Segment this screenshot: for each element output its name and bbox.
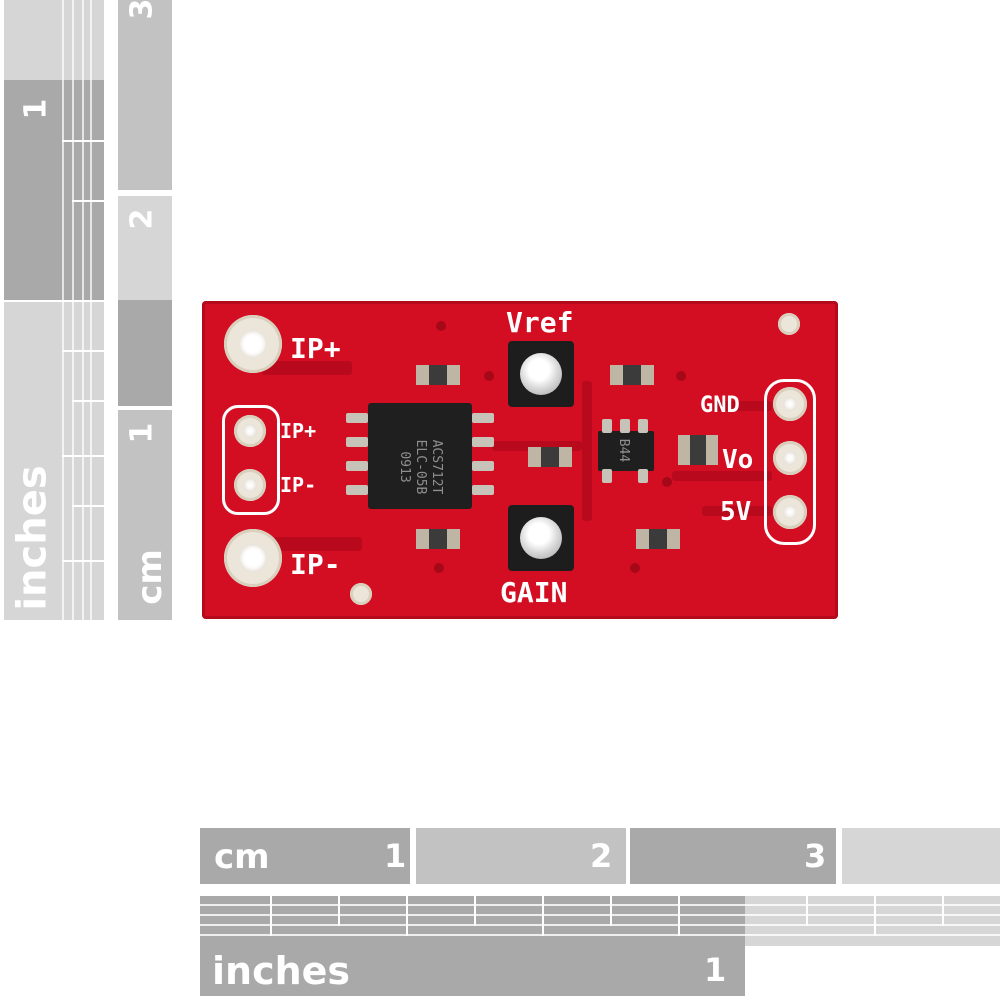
trace	[672, 471, 772, 481]
vref-potentiometer[interactable]	[508, 341, 574, 407]
ic-pin	[346, 413, 368, 423]
ic-pin	[472, 413, 494, 423]
vref-label: Vref	[506, 306, 574, 339]
ip-plus-label: IP+	[290, 332, 341, 365]
small-chip-pin	[638, 419, 648, 433]
via	[484, 371, 494, 381]
ic-pin	[346, 485, 368, 495]
smd-capacitor	[416, 529, 460, 549]
bottom-cm-number-2: 2	[590, 837, 613, 875]
chip-marking-line-1: ACS712T	[429, 439, 444, 495]
left-cm-number-2: 2	[124, 208, 160, 230]
5v-label: 5V	[720, 497, 752, 527]
smd-capacitor	[678, 435, 718, 465]
vref-dial[interactable]	[520, 353, 562, 395]
smd-capacitor	[636, 529, 680, 549]
current-sensor-board: IP+ IP- IP+ IP- ACS712T ELC-05B 0913 Vre…	[202, 301, 838, 619]
mounting-hole	[350, 583, 372, 605]
ip-minus-pad	[224, 529, 282, 587]
ic-pin	[472, 461, 494, 471]
via	[662, 477, 672, 487]
ip-plus-small-label: IP+	[280, 419, 317, 443]
trace	[262, 537, 362, 551]
vo-label: Vo	[722, 445, 754, 475]
gain-potentiometer[interactable]	[508, 505, 574, 571]
bottom-cm-number-3: 3	[804, 837, 827, 875]
left-inches-number: 1	[18, 98, 54, 120]
small-chip-pin	[638, 469, 648, 483]
trace	[702, 506, 772, 516]
left-cm-label: cm	[129, 549, 170, 605]
via	[630, 563, 640, 573]
left-cm-number-1: 1	[124, 422, 160, 444]
bottom-cm-number-1: 1	[384, 837, 407, 875]
ip-plus-small-pad	[234, 415, 266, 447]
chip-marking-line-2: ELC-05B	[413, 439, 428, 495]
trace	[712, 401, 772, 411]
left-cm-number-3: 3	[124, 0, 160, 20]
trace	[582, 381, 592, 521]
left-inches-label: inches	[9, 465, 56, 611]
small-chip-pin	[602, 419, 612, 433]
small-chip-pin	[602, 469, 612, 483]
mounting-hole	[778, 313, 800, 335]
via	[434, 563, 444, 573]
ic-pin	[472, 485, 494, 495]
small-chip-pin	[620, 419, 630, 433]
gnd-pin[interactable]	[773, 387, 807, 421]
via	[676, 371, 686, 381]
ic-pin	[472, 437, 494, 447]
trace	[262, 361, 352, 375]
smd-capacitor	[416, 365, 460, 385]
ip-plus-pad	[224, 315, 282, 373]
ic-pin	[346, 437, 368, 447]
ip-minus-small-label: IP-	[280, 473, 317, 497]
vo-pin[interactable]	[773, 441, 807, 475]
gnd-label: GND	[700, 393, 740, 418]
gain-dial[interactable]	[520, 517, 562, 559]
acs712-chip: ACS712T ELC-05B 0913	[368, 403, 472, 509]
trace	[492, 441, 582, 451]
ip-minus-small-pad	[234, 469, 266, 501]
small-chip: B44	[598, 431, 654, 471]
gain-label: GAIN	[500, 576, 568, 609]
small-chip-marking: B44	[616, 438, 632, 463]
chip-marking-line-3: 0913	[397, 451, 412, 483]
bottom-inches-label: inches	[212, 949, 351, 993]
ic-pin	[346, 461, 368, 471]
5v-pin[interactable]	[773, 495, 807, 529]
bottom-cm-label: cm	[214, 837, 270, 877]
bottom-inches-number: 1	[704, 951, 727, 989]
smd-capacitor	[610, 365, 654, 385]
ip-small-pad-outline	[222, 405, 280, 515]
header-outline	[764, 379, 816, 545]
ip-minus-label: IP-	[290, 548, 341, 581]
via	[436, 321, 446, 331]
smd-resistor	[528, 447, 572, 467]
